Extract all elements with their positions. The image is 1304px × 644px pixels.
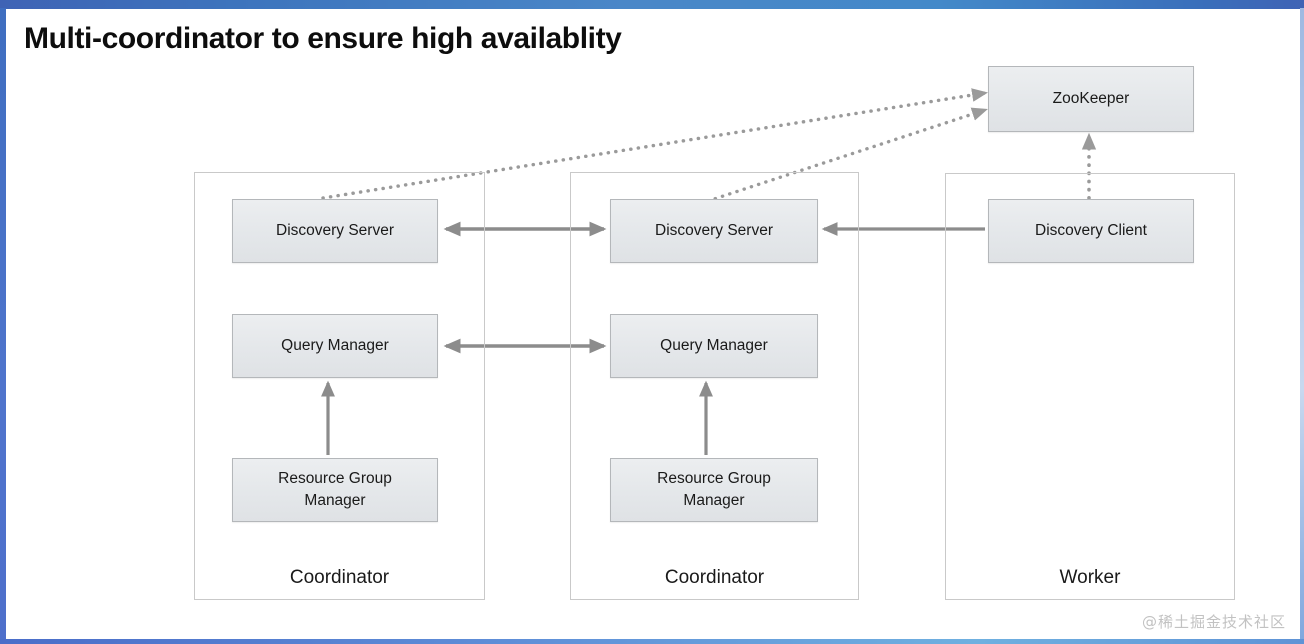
container-middle-coordinator[interactable]: Coordinator <box>570 172 859 600</box>
left-accent-edge <box>0 8 6 644</box>
node-zookeeper[interactable]: ZooKeeper <box>988 66 1194 132</box>
node-middle-discovery-server[interactable]: Discovery Server <box>610 199 818 263</box>
node-left-resource-group-manager[interactable]: Resource Group Manager <box>232 458 438 522</box>
node-zookeeper-label: ZooKeeper <box>1052 89 1130 107</box>
bottom-accent-edge <box>0 639 1304 644</box>
node-middle-rgm-line1: Resource Group <box>657 469 771 487</box>
node-middle-resource-group-manager[interactable]: Resource Group Manager <box>610 458 818 522</box>
node-left-rgm-line1: Resource Group <box>278 469 392 487</box>
node-discovery-client-label: Discovery Client <box>1035 221 1147 239</box>
container-middle-coordinator-label: Coordinator <box>664 567 765 588</box>
node-discovery-client[interactable]: Discovery Client <box>988 199 1194 263</box>
node-left-discovery-server-label: Discovery Server <box>276 221 394 239</box>
page-title: Multi-coordinator to ensure high availab… <box>24 22 622 55</box>
container-worker[interactable]: Worker <box>945 173 1235 600</box>
top-accent-bar <box>0 0 1304 9</box>
node-left-discovery-server[interactable]: Discovery Server <box>232 199 438 263</box>
node-middle-query-manager-label: Query Manager <box>660 336 768 354</box>
container-left-coordinator[interactable]: Coordinator <box>194 172 485 600</box>
container-worker-label: Worker <box>1059 567 1121 588</box>
node-middle-rgm-line2: Manager <box>683 492 745 509</box>
node-middle-discovery-server-label: Discovery Server <box>655 221 773 239</box>
node-left-query-manager-label: Query Manager <box>281 336 389 354</box>
watermark: @稀土掘金技术社区 <box>1141 613 1286 631</box>
node-middle-query-manager[interactable]: Query Manager <box>610 314 818 378</box>
node-left-rgm-line2: Manager <box>304 492 366 509</box>
node-left-query-manager[interactable]: Query Manager <box>232 314 438 378</box>
container-left-coordinator-label: Coordinator <box>289 567 390 588</box>
right-accent-edge <box>1300 8 1304 644</box>
